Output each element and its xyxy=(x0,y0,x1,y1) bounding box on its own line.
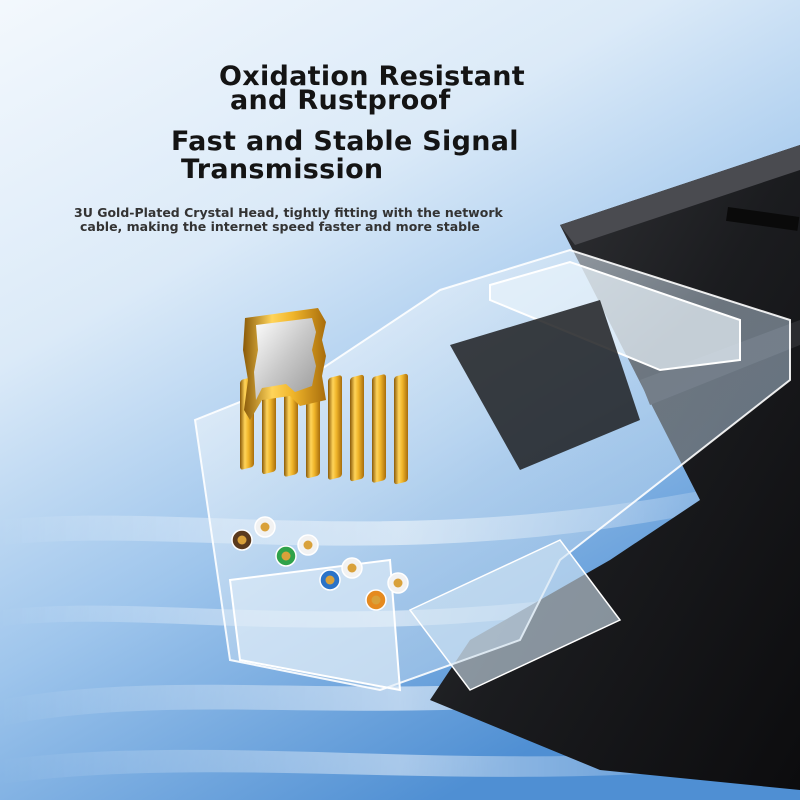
wire-core xyxy=(371,595,381,605)
headline-1-line-1: Oxidation Resistant xyxy=(219,61,525,92)
wire-core xyxy=(237,535,247,545)
headline-2-line-1: Fast and Stable Signal xyxy=(171,126,519,157)
gold-contact-plate xyxy=(243,308,326,420)
wire-core xyxy=(325,575,335,585)
wire-ends xyxy=(231,516,409,611)
wire-core xyxy=(281,551,291,561)
headline-2-line-2: Transmission xyxy=(181,154,384,185)
description-line-2: cable, making the internet speed faster … xyxy=(80,219,480,234)
crystal-head xyxy=(193,248,791,692)
wire-core xyxy=(347,563,357,573)
description-line-1: 3U Gold-Plated Crystal Head, tightly fit… xyxy=(74,205,503,220)
headline-1-line-2: and Rustproof xyxy=(230,85,451,116)
wire-core xyxy=(260,522,270,532)
wire-core xyxy=(393,578,403,588)
wire-core xyxy=(303,540,313,550)
